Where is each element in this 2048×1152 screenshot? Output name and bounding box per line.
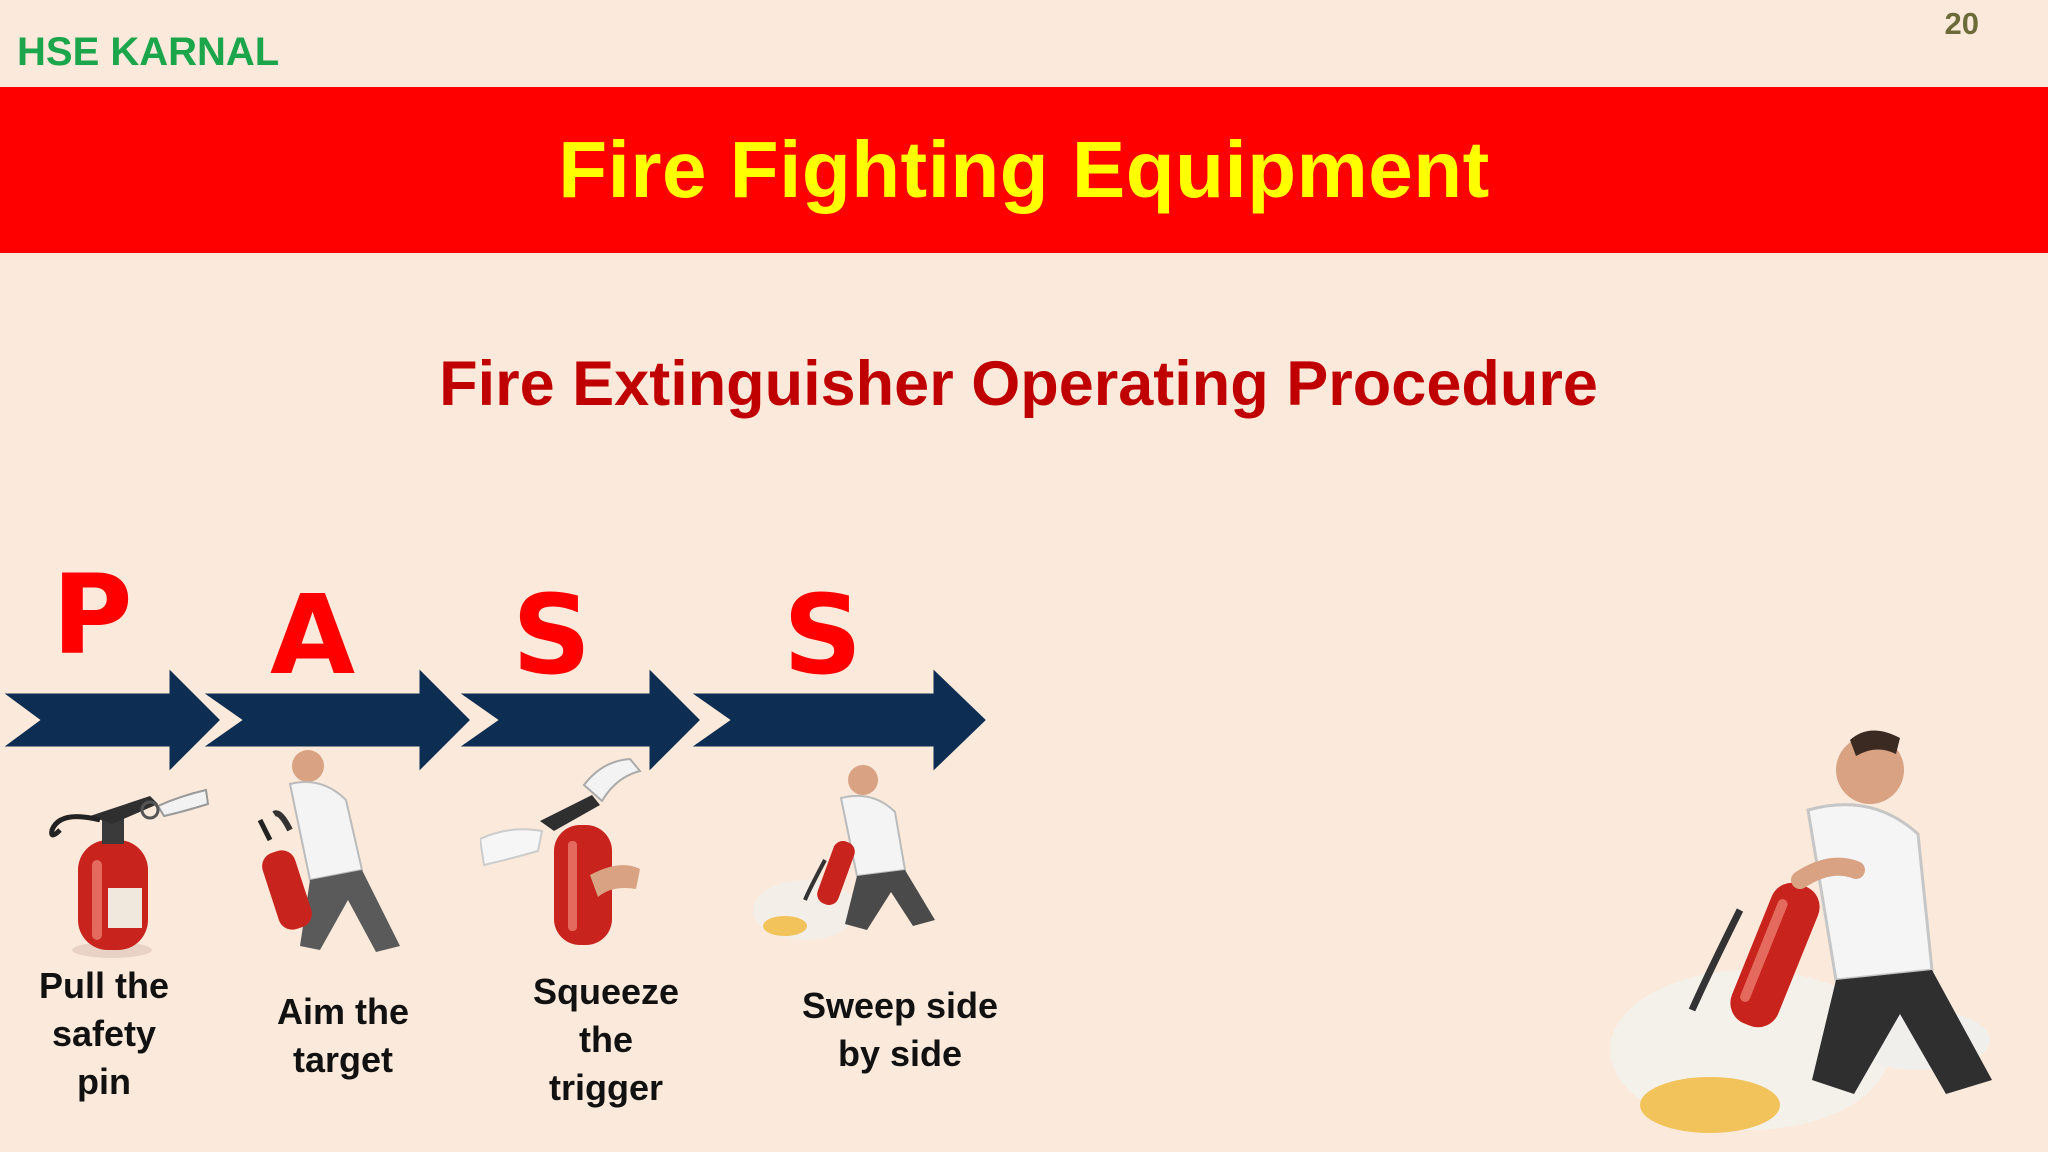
step-letter-p: P: [52, 551, 133, 679]
step-label-sweep: Sweep side by side: [801, 985, 999, 1074]
arrow-step-2: [195, 662, 475, 778]
page-number: 20: [1944, 6, 1979, 41]
man-sweeping-extinguisher-icon: [753, 765, 935, 940]
org-name: HSE KARNAL: [17, 30, 280, 74]
step-label-squeeze: Squeeze the trigger: [532, 971, 680, 1108]
slide-subtitle: Fire Extinguisher Operating Procedure: [439, 349, 1598, 419]
extinguisher-pin-icon: [49, 788, 210, 958]
step-label-pull: Pull the safety pin: [38, 965, 169, 1102]
arrow-step-3: [451, 662, 705, 778]
arrow-step-4: [683, 662, 991, 778]
hand-squeezing-trigger-icon: [480, 757, 642, 945]
man-sweeping-extinguisher-large-icon: [1610, 730, 1992, 1133]
title-banner: Fire Fighting Equipment: [0, 87, 2048, 253]
step-letter-a: A: [270, 571, 356, 699]
step-label-aim: Aim the target: [276, 991, 409, 1080]
slide-title: Fire Fighting Equipment: [558, 125, 1490, 214]
step-letter-s1: S: [512, 571, 592, 699]
man-aiming-extinguisher-icon: [257, 750, 400, 952]
step-letter-s2: S: [783, 571, 863, 699]
process-arrows: [0, 662, 991, 778]
arrow-step-1: [0, 662, 225, 778]
